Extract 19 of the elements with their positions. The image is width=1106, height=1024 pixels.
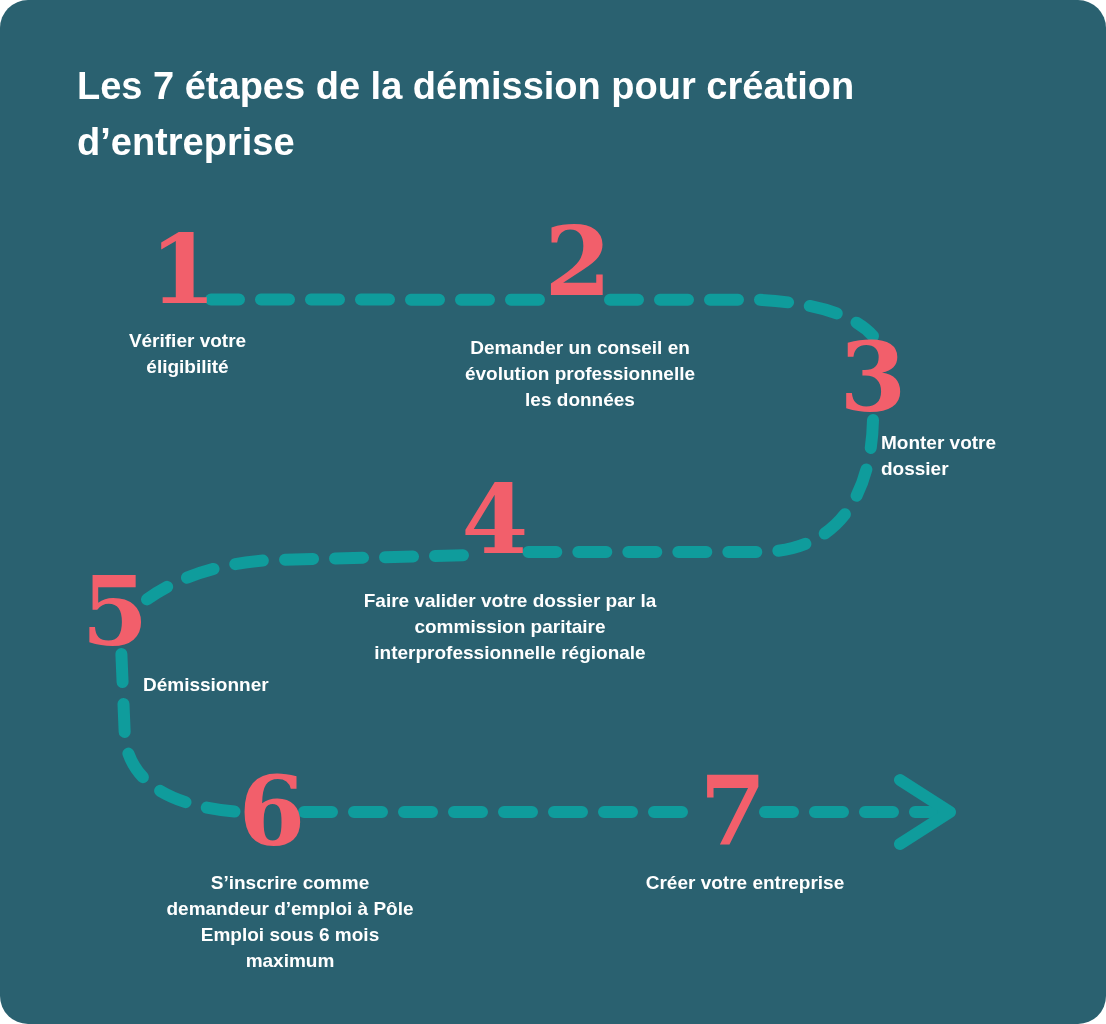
dashed-connector [759, 774, 956, 850]
step-number: 7 [701, 770, 765, 854]
step-number: 6 [240, 770, 304, 854]
dashed-connector [141, 549, 469, 606]
step-number: 5 [83, 570, 147, 654]
step-number: 3 [841, 336, 905, 420]
title: Les 7 étapes de la démission pour création d’entreprise [77, 64, 856, 165]
step-description: Vérifier votre éligibilité [127, 329, 248, 379]
step-description: S’inscrire comme demandeur d’emploi à Pôle Emploi sous 6 mois maximum [165, 871, 415, 973]
step-number: 2 [546, 220, 610, 304]
step-number: 4 [463, 478, 527, 562]
step-description: Créer votre entreprise [644, 871, 846, 895]
step-description: Demander un conseil en évolution professionnelle les données [463, 336, 697, 412]
dashed-connector [604, 293, 879, 342]
step-description: Démissionner [143, 673, 270, 697]
step-description: Faire valider votre dossier par la commission paritaire interprofessionnelle régionale [362, 589, 658, 665]
step-number: 1 [155, 228, 211, 312]
dashed-connector [521, 414, 879, 558]
step-description: Monter votre dossier [881, 431, 998, 481]
